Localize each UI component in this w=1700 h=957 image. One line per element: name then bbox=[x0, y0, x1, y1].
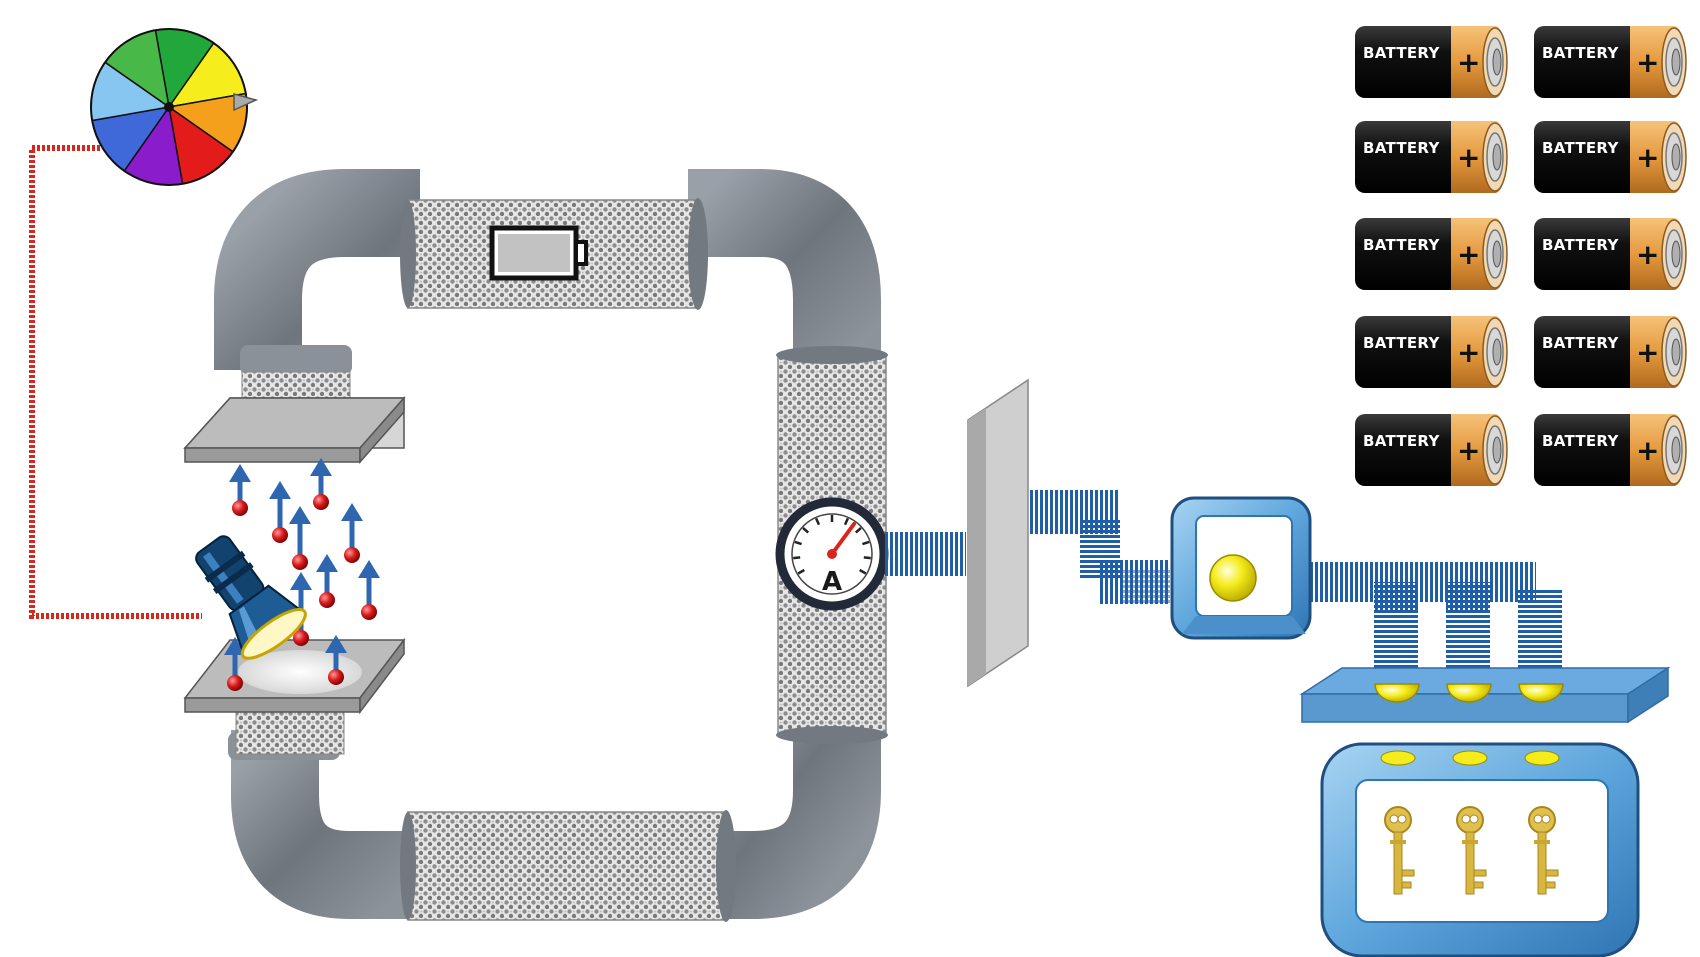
mesh-stub-bottom bbox=[235, 707, 345, 755]
electron bbox=[289, 506, 311, 570]
battery-label: BATTERY bbox=[1363, 44, 1440, 62]
battery-label: BATTERY bbox=[1363, 432, 1440, 450]
battery-icon: BATTERY + bbox=[1533, 25, 1687, 99]
battery-label: BATTERY bbox=[1542, 139, 1619, 157]
electron-emission bbox=[224, 458, 380, 691]
upper-plate bbox=[183, 396, 406, 464]
plus-icon: + bbox=[1457, 336, 1480, 369]
arrow-up-icon bbox=[289, 506, 311, 524]
electron bbox=[229, 464, 251, 516]
plus-icon: + bbox=[1636, 238, 1659, 271]
battery-icon: BATTERY + bbox=[1533, 315, 1687, 389]
energy-flow-ammeter bbox=[884, 532, 966, 576]
battery-icon: BATTERY + bbox=[1533, 120, 1687, 194]
ammeter-icon: A bbox=[775, 497, 889, 611]
arrow-up-icon bbox=[229, 464, 251, 482]
pipe-loop bbox=[214, 169, 888, 922]
plus-icon: + bbox=[1636, 141, 1659, 174]
electron bbox=[358, 560, 380, 620]
shelf bbox=[1299, 666, 1671, 724]
battery-icon: BATTERY + bbox=[1354, 120, 1508, 194]
plus-icon: + bbox=[1457, 141, 1480, 174]
battery-low-icon bbox=[489, 225, 588, 281]
arrow-up-icon bbox=[224, 637, 246, 655]
mesh-pipe-bottom bbox=[407, 811, 727, 921]
pipe-rim bbox=[776, 346, 888, 364]
battery-label: BATTERY bbox=[1542, 236, 1619, 254]
electron bbox=[316, 554, 338, 608]
pipe-coupling bbox=[240, 345, 352, 375]
arrow-up-icon bbox=[341, 503, 363, 521]
arrow-up-icon bbox=[316, 554, 338, 572]
battery-icon: BATTERY + bbox=[1354, 25, 1508, 99]
battery-icon: BATTERY + bbox=[1354, 413, 1508, 487]
electron bbox=[325, 635, 347, 685]
battery-label: BATTERY bbox=[1363, 334, 1440, 352]
key-box bbox=[1320, 742, 1640, 957]
energy-flow-path bbox=[1030, 490, 1562, 670]
plus-icon: + bbox=[1457, 434, 1480, 467]
battery-label: BATTERY bbox=[1363, 236, 1440, 254]
arrow-up-icon bbox=[290, 572, 312, 590]
pipe-rim bbox=[400, 812, 416, 920]
pipe-rim bbox=[776, 726, 888, 744]
half-ball bbox=[1518, 683, 1564, 703]
wheel-pointer-icon bbox=[233, 93, 259, 112]
electron bbox=[269, 481, 291, 543]
half-ball bbox=[1446, 683, 1492, 703]
battery-label: BATTERY bbox=[1542, 432, 1619, 450]
electron bbox=[224, 637, 246, 691]
plus-icon: + bbox=[1457, 238, 1480, 271]
battery-label: BATTERY bbox=[1542, 334, 1619, 352]
flashlight-icon bbox=[195, 535, 307, 660]
barrier-panel bbox=[967, 378, 1029, 688]
half-ball bbox=[1374, 683, 1420, 703]
red-dotted-wire bbox=[29, 145, 202, 619]
arrow-up-icon bbox=[310, 458, 332, 476]
plus-icon: + bbox=[1636, 336, 1659, 369]
electron bbox=[310, 458, 332, 510]
pipe-elbow-top-right bbox=[688, 169, 881, 365]
pipe-elbow-bottom-right bbox=[725, 725, 881, 919]
pipe-rim bbox=[400, 200, 416, 308]
arrow-up-icon bbox=[269, 481, 291, 499]
battery-label: BATTERY bbox=[1542, 44, 1619, 62]
lower-plate bbox=[183, 637, 406, 715]
ball-chamber bbox=[1170, 496, 1312, 640]
arrow-up-icon bbox=[358, 560, 380, 578]
battery-grid: BATTERY + BATTERY + BATTERY + BATTERY + BATTERY +… bbox=[1354, 25, 1687, 487]
plus-icon: + bbox=[1457, 46, 1480, 79]
battery-label: BATTERY bbox=[1363, 139, 1440, 157]
pipe-rim bbox=[716, 810, 736, 922]
ammeter-letter: A bbox=[822, 567, 842, 597]
battery-icon: BATTERY + bbox=[1354, 217, 1508, 291]
battery-icon: BATTERY + bbox=[1354, 315, 1508, 389]
color-wheel-icon bbox=[90, 28, 259, 186]
pipe-elbow-top-left bbox=[214, 169, 420, 370]
arrow-up-icon bbox=[325, 635, 347, 653]
battery-icon: BATTERY + bbox=[1533, 413, 1687, 487]
plus-icon: + bbox=[1636, 434, 1659, 467]
electron bbox=[341, 503, 363, 563]
battery-icon: BATTERY + bbox=[1533, 217, 1687, 291]
pipe-elbow-bottom-left bbox=[231, 730, 420, 919]
plus-icon: + bbox=[1636, 46, 1659, 79]
pipe-rim bbox=[688, 198, 708, 310]
yellow-ball bbox=[1209, 554, 1257, 602]
